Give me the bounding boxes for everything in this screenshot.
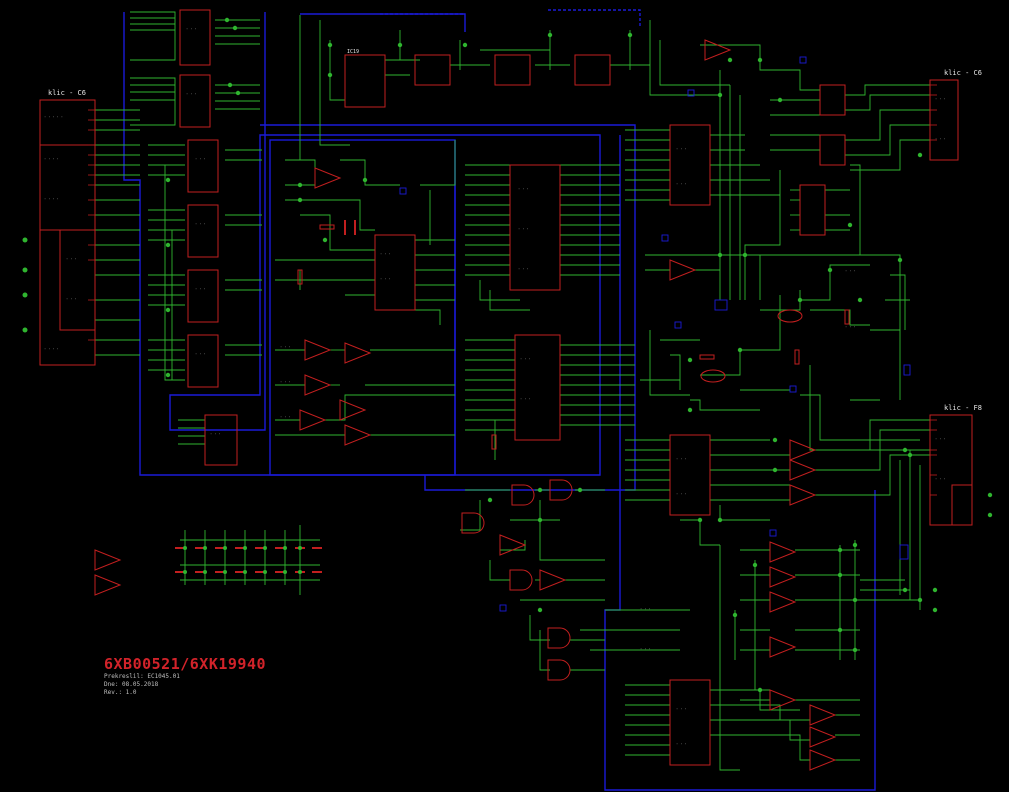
svg-text:· · ·: · · · — [280, 345, 291, 349]
svg-text:· · ·: · · · — [186, 92, 197, 96]
svg-text:· · ·: · · · — [640, 647, 651, 651]
svg-text:· · ·: · · · — [280, 415, 291, 419]
svg-text:· · ·: · · · — [380, 277, 391, 281]
svg-text:· · ·: · · · — [518, 227, 529, 231]
svg-text:· · ·: · · · — [195, 222, 206, 226]
revision-line: Rev.: 1.0 — [104, 689, 137, 696]
pin-stubs — [88, 84, 937, 496]
svg-text:· · ·: · · · — [280, 380, 291, 384]
drawn-by-line: Prekreslil: EC1045.01 — [104, 673, 180, 680]
svg-text:· · ·: · · · — [380, 252, 391, 256]
svg-text:· · ·: · · · — [210, 432, 221, 436]
svg-text:· · ·: · · · — [66, 257, 77, 261]
svg-text:· · ·: · · · — [845, 325, 856, 329]
wire-net — [95, 11, 930, 771]
connector-label-right-top: klic - C6 — [944, 69, 982, 77]
svg-text:· · ·: · · · — [66, 297, 77, 301]
svg-text:· · ·: · · · — [935, 137, 946, 141]
svg-text:· · ·: · · · — [195, 352, 206, 356]
connector-label-right-bottom: klic - F8 — [944, 404, 982, 412]
svg-text:· · · ·: · · · · — [44, 347, 59, 351]
svg-text:· · ·: · · · — [935, 437, 946, 441]
svg-text:· · · ·: · · · · — [44, 197, 59, 201]
svg-text:· · ·: · · · — [935, 97, 946, 101]
net-markers — [399, 56, 911, 612]
svg-text:· · ·: · · · — [676, 742, 687, 746]
title-block: 6XB00521/6XK19940 Prekreslil: EC1045.01 … — [104, 655, 266, 697]
svg-text:· · ·: · · · — [195, 287, 206, 291]
svg-text:· · ·: · · · — [520, 357, 531, 361]
svg-text:· · ·: · · · — [845, 269, 856, 273]
junction-dots — [22, 17, 993, 693]
drawing-title: 6XB00521/6XK19940 — [104, 655, 267, 673]
svg-text:· · ·: · · · — [676, 492, 687, 496]
ic-designator: IC19 — [347, 49, 360, 55]
svg-text:· · ·: · · · — [935, 477, 946, 481]
svg-text:· · ·: · · · — [676, 457, 687, 461]
svg-text:· · · ·: · · · · — [44, 157, 59, 161]
svg-text:· · ·: · · · — [186, 27, 197, 31]
svg-text:· · ·: · · · — [520, 397, 531, 401]
svg-text:· · ·: · · · — [676, 147, 687, 151]
svg-text:· · ·: · · · — [195, 157, 206, 161]
date-line: Dne: 08.05.2018 — [104, 681, 159, 688]
connector-label-left: klic - C6 — [48, 89, 86, 97]
component-symbols — [39, 9, 973, 771]
svg-text:· · ·: · · · — [518, 187, 529, 191]
svg-text:· · ·: · · · — [676, 182, 687, 186]
svg-text:· · ·: · · · — [676, 707, 687, 711]
svg-text:· · · · ·: · · · · · — [44, 115, 63, 119]
svg-text:· · ·: · · · — [640, 607, 651, 611]
designator-text: · · · · · · · · · · · · · · · · · · · · · · ·… — [44, 27, 946, 746]
svg-text:· · ·: · · · — [518, 267, 529, 271]
